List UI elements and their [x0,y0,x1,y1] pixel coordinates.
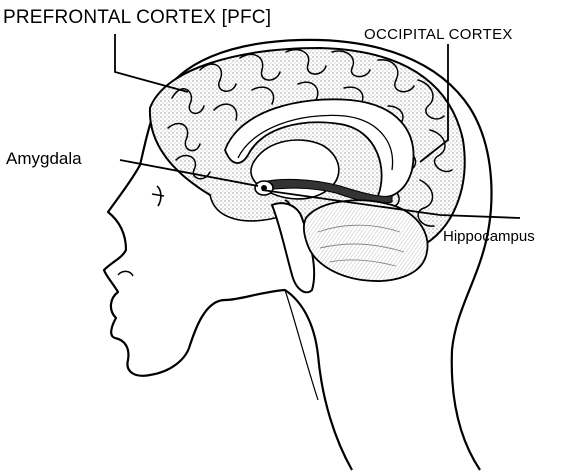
cerebellum [304,200,428,281]
nostril-mark [118,271,133,276]
occipital-cortex-label: OCCIPITAL CORTEX [364,27,513,42]
prefrontal-cortex-label: PREFRONTAL CORTEX [PFC] [3,8,271,27]
eye-mark [152,186,164,206]
amygdala-label: Amygdala [6,150,82,167]
hippocampus-label: Hippocampus [443,229,535,244]
